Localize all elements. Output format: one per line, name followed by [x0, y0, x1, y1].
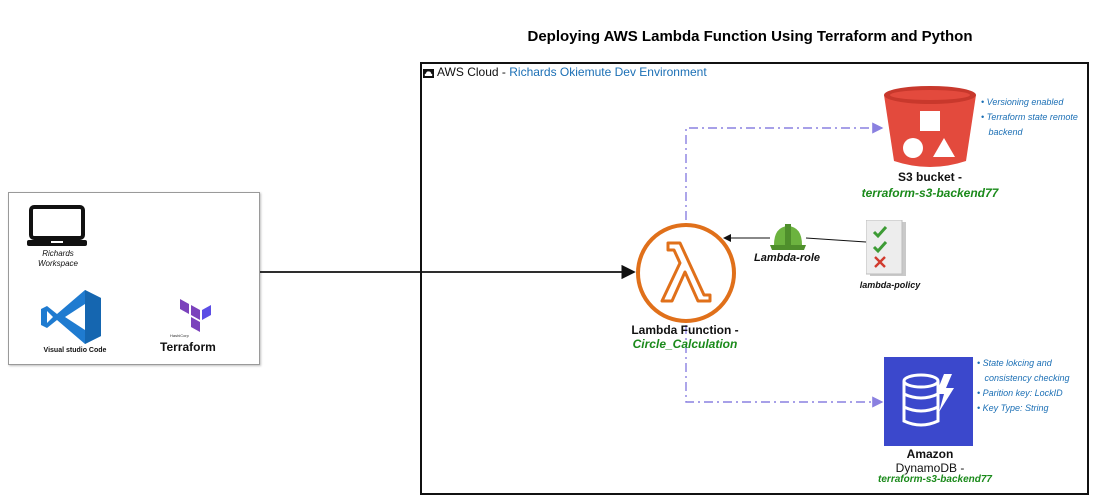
- lambda-icon: [636, 223, 736, 323]
- vscode-label: Visual studio Code: [43, 347, 107, 354]
- dynamodb-icon: [884, 357, 973, 446]
- dynamodb-label-line1: Amazon: [906, 447, 954, 461]
- s3-label: S3 bucket -: [897, 170, 963, 184]
- terraform-small-label: HashiCorp: [170, 333, 189, 338]
- diagram-title: Deploying AWS Lambda Function Using Terr…: [527, 28, 973, 45]
- aws-cloud-title: AWS Cloud -: [437, 65, 510, 79]
- lambda-to-dynamodb-connector: [685, 325, 884, 408]
- lambda-to-s3-connector: [685, 122, 884, 220]
- vscode-icon: [41, 290, 101, 344]
- cloud-icon: [423, 69, 434, 78]
- dynamodb-label: Amazon DynamoDB -: [870, 447, 990, 475]
- dynamodb-notes: • State lokcing and consistency checking…: [977, 356, 1070, 416]
- s3-note-versioning: • Versioning enabled: [981, 97, 1064, 107]
- aws-cloud-label: AWS Cloud - Richards Okiemute Dev Enviro…: [423, 65, 707, 79]
- laptop-icon: [27, 205, 87, 246]
- s3-bucket-icon: [884, 86, 976, 167]
- lambda-policy-label: lambda-policy: [859, 280, 921, 290]
- policy-document-icon: [866, 220, 906, 276]
- dynamodb-note-locking: • State lokcing and: [977, 358, 1052, 368]
- lambda-label: Lambda Function -: [631, 323, 739, 337]
- s3-notes: • Versioning enabled • Terraform state r…: [981, 95, 1078, 140]
- terraform-icon: [180, 299, 211, 332]
- workspace-label: Richards Workspace: [26, 249, 90, 269]
- s3-note-backend: backend: [981, 127, 1023, 137]
- aws-cloud-frame: [420, 62, 1089, 495]
- dynamodb-note-consistency: consistency checking: [977, 373, 1070, 383]
- workspace-label-line2: Workspace: [37, 259, 78, 268]
- dynamodb-table-name: terraform-s3-backend77: [878, 474, 992, 485]
- hard-hat-icon: [770, 224, 806, 250]
- dynamodb-note-key-type: • Key Type: String: [977, 403, 1049, 413]
- s3-note-remote-state: • Terraform state remote: [981, 112, 1078, 122]
- terraform-label: Terraform: [160, 340, 216, 354]
- dynamodb-note-partition-key: • Parition key: LockID: [977, 388, 1063, 398]
- lambda-function-name: Circle_Calculation: [632, 337, 738, 351]
- environment-name: Richards Okiemute Dev Environment: [509, 65, 707, 79]
- s3-bucket-name: terraform-s3-backend77: [861, 186, 999, 200]
- dynamodb-label-line2: DynamoDB -: [895, 461, 965, 475]
- policy-to-role-connector: [805, 237, 867, 243]
- lambda-role-label: Lambda-role: [753, 252, 820, 264]
- workspace-label-line1: Richards: [42, 249, 74, 258]
